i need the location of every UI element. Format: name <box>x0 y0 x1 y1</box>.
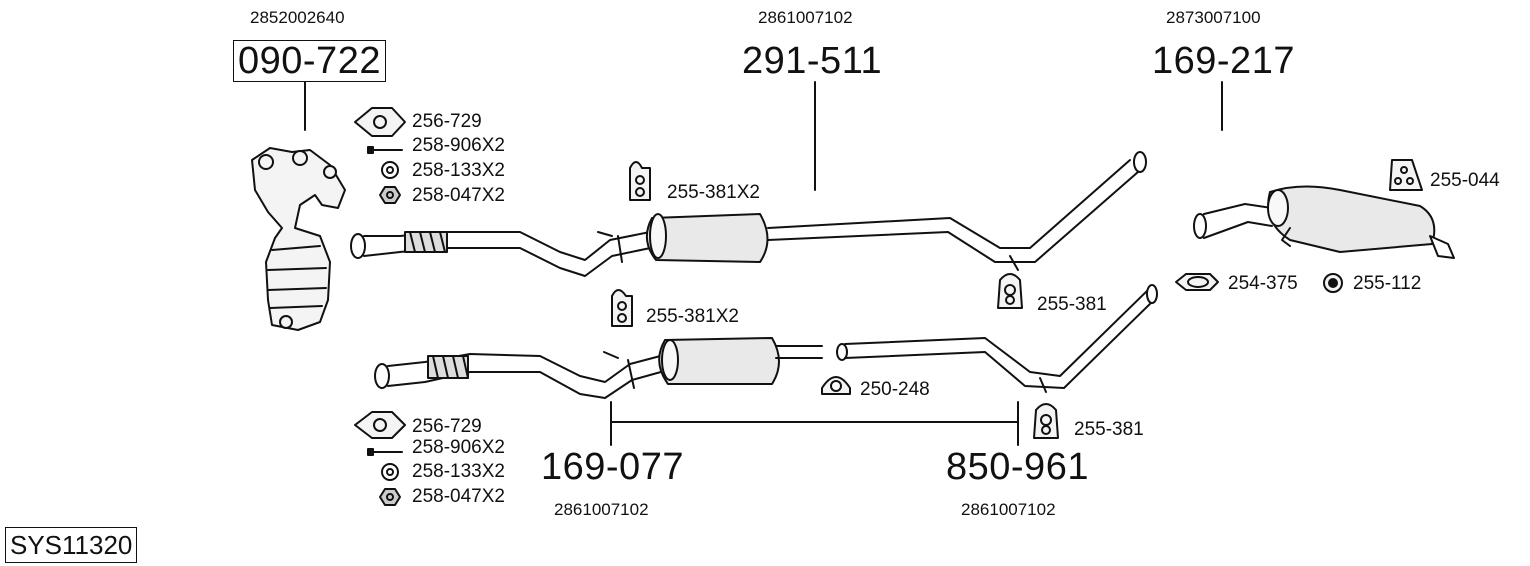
bolt-icon-bottom <box>367 448 403 456</box>
bolt-icon <box>367 146 403 154</box>
exhaust-manifold-icon <box>251 147 346 331</box>
oe-number-manifold: 2852002640 <box>250 8 345 27</box>
oe-number-front-section: 2861007102 <box>554 500 649 519</box>
rubber-mount-icon-top <box>997 273 1023 309</box>
oe-number-middle-silencer: 2861007102 <box>758 8 853 27</box>
part-number-850-961[interactable]: 850-961 <box>946 446 1089 488</box>
hanger-icon-top <box>629 161 651 201</box>
front-section-pipe-icon <box>374 337 823 399</box>
nut-icon <box>379 186 401 204</box>
oe-number-rear-silencer: 2873007100 <box>1166 8 1261 27</box>
washer-icon-bottom <box>381 463 399 481</box>
accessory-label[interactable]: 258-133X2 <box>412 461 505 482</box>
accessory-label-clamp-rear[interactable]: 254-375 <box>1228 273 1298 294</box>
bracket-icon <box>1389 159 1423 191</box>
gasket-icon-bottom <box>354 411 406 439</box>
accessory-label[interactable]: 256-729 <box>412 111 482 132</box>
diagram-code: SYS11320 <box>5 527 138 563</box>
nut-icon-bottom <box>379 488 401 506</box>
accessory-label-rubber-mount-bottom[interactable]: 255-381 <box>1074 419 1144 440</box>
gasket-icon <box>354 107 406 137</box>
accessory-label[interactable]: 258-047X2 <box>412 185 505 206</box>
centre-section-pipe-icon <box>836 284 1158 393</box>
oe-number-centre-section: 2861007102 <box>961 500 1056 519</box>
accessory-label[interactable]: 258-906X2 <box>412 437 505 458</box>
accessory-label[interactable]: 258-133X2 <box>412 160 505 181</box>
accessory-label-clamp-bottom[interactable]: 250-248 <box>860 379 930 400</box>
accessory-label[interactable]: 258-906X2 <box>412 135 505 156</box>
ring-icon-rear <box>1323 273 1343 293</box>
part-number-090-722[interactable]: 090-722 <box>233 40 386 82</box>
accessory-label-bracket[interactable]: 255-044 <box>1430 170 1500 191</box>
accessory-label-hanger-top[interactable]: 255-381X2 <box>667 182 760 203</box>
hanger-icon-bottom <box>611 289 633 327</box>
accessory-label-ring-rear[interactable]: 255-112 <box>1353 273 1422 294</box>
middle-silencer-pipe-icon <box>350 151 1147 277</box>
rear-silencer-icon <box>1193 185 1455 259</box>
rubber-mount-icon-bottom <box>1033 403 1059 439</box>
part-number-169-217[interactable]: 169-217 <box>1152 40 1295 82</box>
part-number-291-511[interactable]: 291-511 <box>742 40 883 82</box>
accessory-label[interactable]: 256-729 <box>412 416 482 437</box>
accessory-label-hanger-bottom[interactable]: 255-381X2 <box>646 306 739 327</box>
part-number-169-077[interactable]: 169-077 <box>541 446 684 488</box>
accessory-label-rubber-mount-top[interactable]: 255-381 <box>1037 294 1107 315</box>
washer-icon <box>381 161 399 179</box>
clamp-icon-bottom <box>821 376 851 395</box>
clamp-icon-rear <box>1175 273 1219 291</box>
accessory-label[interactable]: 258-047X2 <box>412 486 505 507</box>
